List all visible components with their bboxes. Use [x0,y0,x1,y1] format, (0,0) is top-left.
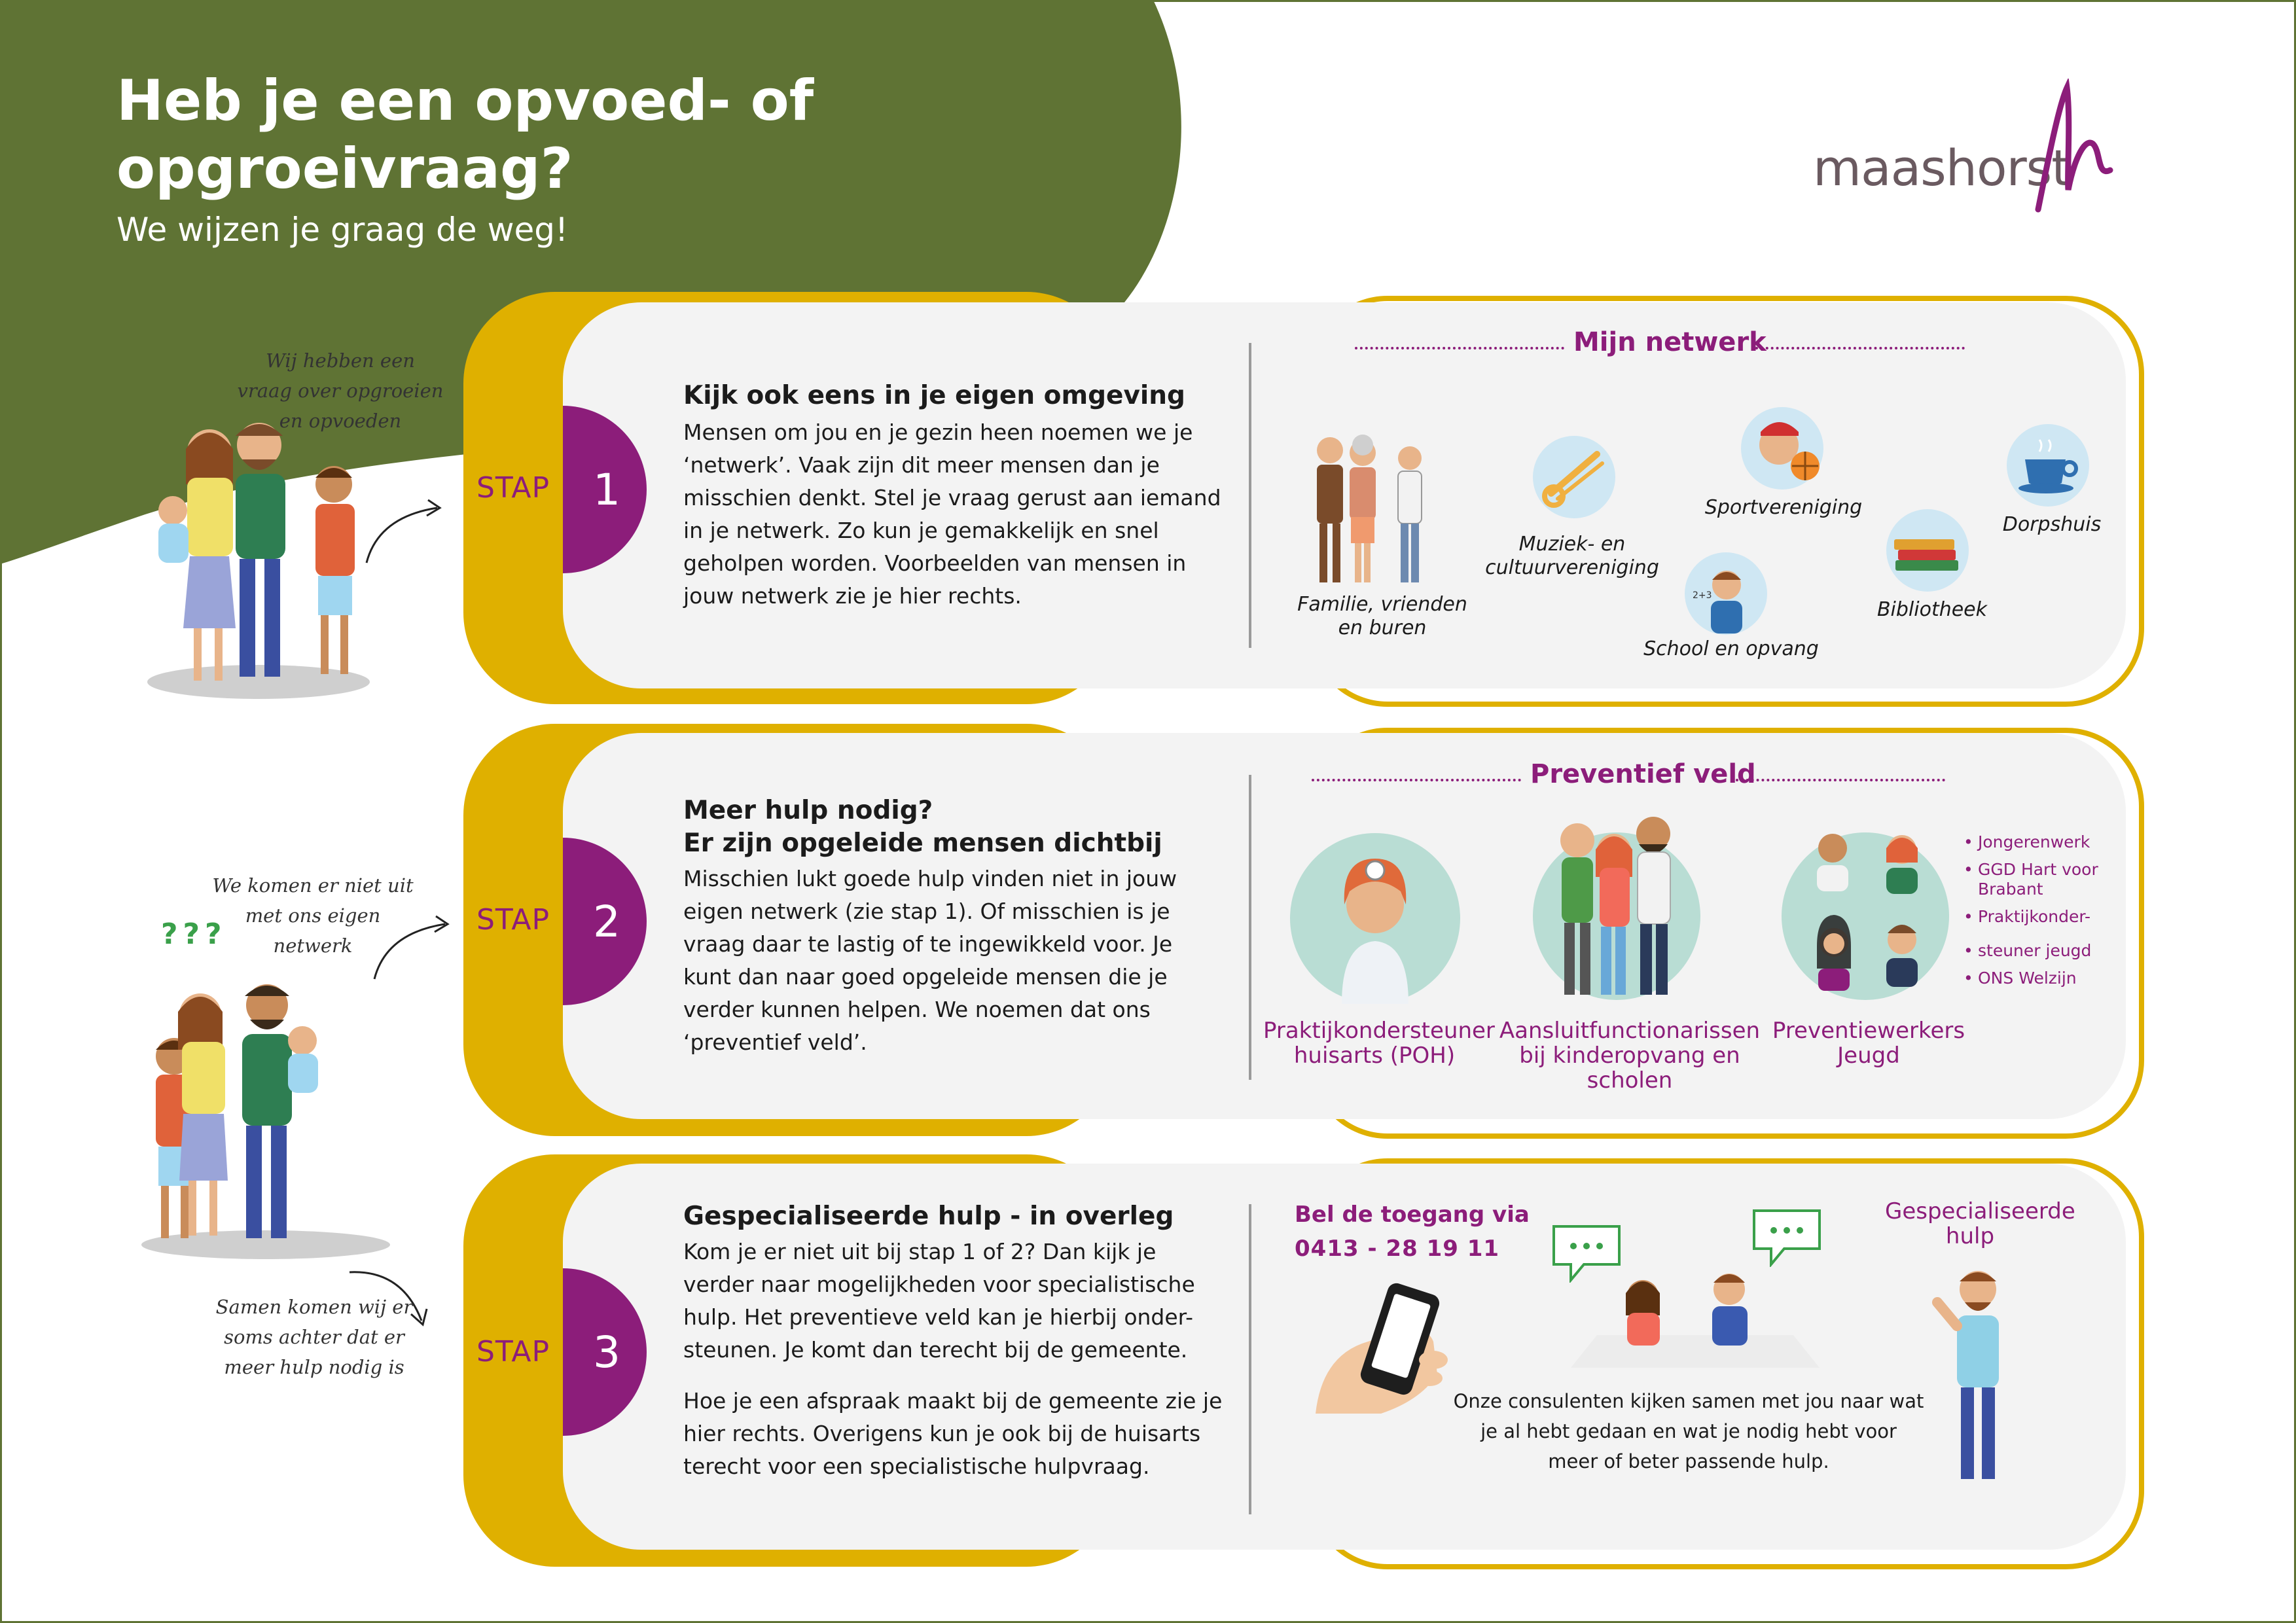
library-caption: Bibliotheek [1876,598,1988,621]
arrow-icon-1 [365,499,442,563]
step-1-title-dots-left [1355,347,1564,349]
family-group-icon [1317,435,1422,582]
trombone-icon [1533,436,1615,518]
preventiewerkers-caption: Preventiewerkers Jeugd [1772,1018,1965,1069]
step-1-card [563,302,2126,688]
svg-text:2+3: 2+3 [1693,590,1712,601]
step-1-body: Mensen om jou en je gezin heen noemen we… [683,419,1221,609]
nurse-icon [1290,833,1460,1004]
step-1-number: 1 [593,464,620,515]
prevention-workers-icon [1782,832,1949,1000]
step-2-bullet-list: Jongerenwerk GGD Hart voor Brabant Prakt… [1964,832,2114,996]
call-info: Bel de toegang via 0413 - 28 19 11 [1295,1198,1530,1266]
bullet-praktijkondersteuner: Praktijkonder- [1964,907,2114,927]
step-3-body-2: Hoe je een afspraak maakt bij de gemeent… [683,1388,1223,1479]
community-center-caption: Dorpshuis [2002,513,2102,536]
chat-bubble-right-icon [1753,1209,1821,1267]
page-title: Heb je een opvoed- of opgroeivraag? [117,68,814,202]
step-3-heading: Gespecialiseerde hulp - in overleg [683,1202,1174,1231]
sports-person-icon [1741,407,1823,490]
arrow-icon-2 [373,915,450,980]
step-2-title-dots-right [1736,779,1945,781]
step-2-stap-label: STAP [476,903,550,936]
question-marks: ??? [161,918,227,951]
teacup-icon [2007,424,2089,507]
call-label: Bel de toegang via [1295,1202,1530,1228]
consultants-text: Onze consulenten kijken samen met jou na… [1453,1390,1924,1472]
consultation-table-icon [1571,1274,1820,1368]
bullet-jongerenwerk: Jongerenwerk [1964,832,2114,852]
specialist-label: Gespecialiseerde hulp [1885,1198,2075,1249]
logo-mark-icon [2035,79,2113,213]
aansluit-caption: Aansluitfunctionarissen bij kinderopvang… [1499,1018,1761,1094]
family-caption: Familie, vrienden en buren [1297,593,1467,639]
step-1-note: Wij hebben een vraag over opgroeien en o… [237,349,444,432]
bullet-ons-welzijn: ONS Welzijn [1964,969,2114,988]
step-3-body-1: Kom je er niet uit bij stap 1 of 2? Dan … [683,1239,1195,1363]
step-2-title-dots-left [1312,779,1521,781]
school-caption: School en opvang [1643,637,1819,660]
page-subtitle: We wijzen je graag de weg! [117,211,569,249]
books-icon [1886,509,1969,592]
step-1-section-title: Mijn netwerk [1573,327,1767,357]
step-3-divider [1249,1204,1251,1514]
phone-in-hand-icon [1316,1283,1448,1414]
group-of-professionals-icon [1533,817,1700,1000]
step-2-section-title: Preventief veld [1530,759,1756,789]
step-2-divider [1249,775,1251,1080]
family-illustration-2 [141,984,390,1259]
teacher-icon: 2+3 [1685,552,1767,635]
step-2-note: We komen er niet uit met ons eigen netwe… [212,874,414,957]
step-3-stap-label: STAP [476,1335,550,1368]
logo-text: maashorst [1813,139,2071,197]
music-caption: Muziek- en cultuurvereniging [1485,533,1659,579]
step-3-note: Samen komen wij er soms achter dat er me… [215,1296,413,1378]
maashorst-logo: maashorst [1813,79,2114,229]
step-2-heading-line-1: Meer hulp nodig? [683,796,933,825]
step-2-body: Misschien lukt goede hulp vinden niet in… [683,866,1177,1055]
arrow-icon-3 [349,1271,428,1327]
phone-number[interactable]: 0413 - 28 19 11 [1295,1236,1500,1262]
bullet-steuner-jeugd: steuner jeugd [1964,941,2114,961]
step-2-number: 2 [593,896,620,947]
family-illustration-1 [147,423,370,699]
step-1-stap-label: STAP [476,471,550,505]
specialist-person-icon [1932,1271,1999,1479]
step-1-title-dots-right [1755,347,1965,349]
step-1-divider [1249,343,1251,648]
step-3-number: 3 [593,1327,620,1378]
sports-caption: Sportvereniging [1704,496,1863,519]
step-1-heading: Kijk ook eens in je eigen omgeving [683,381,1185,410]
bullet-ggd: GGD Hart voor Brabant [1964,860,2114,899]
chat-bubble-left-icon [1552,1225,1621,1283]
step-2-heading-line-2: Er zijn opgeleide mensen dichtbij [683,829,1162,858]
poh-caption: Praktijkondersteuner huisarts (POH) [1263,1018,1495,1069]
